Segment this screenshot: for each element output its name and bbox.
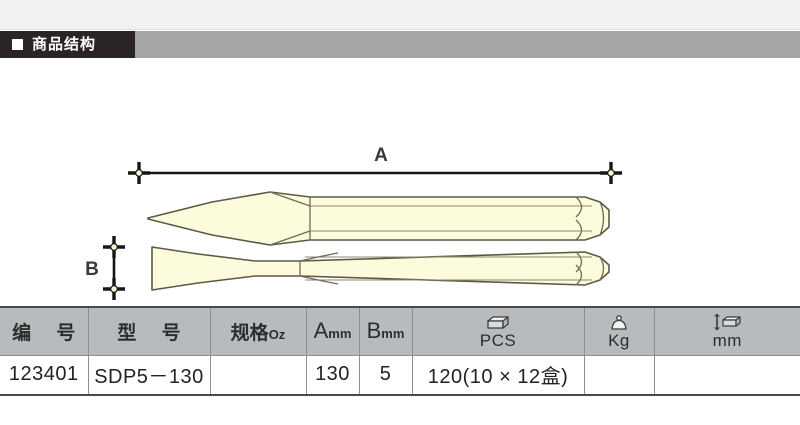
chisel-side-chamfer-lower [575,219,583,241]
chisel-top-view [151,246,610,291]
dimension-b-bottom-marker [101,276,127,302]
specification-table: 编 号 型 号 规格Oz Amm Bmm [0,306,800,396]
dimension-a-label: A [374,145,388,166]
carton-box-icon-svg [487,316,509,329]
column-header-spec-unit: Oz [268,326,286,342]
column-header-pcs: PCS [411,306,585,356]
chisel-side-bevel-upper [269,191,311,207]
chisel-side-end-curve [599,201,605,236]
weight-icon [607,313,631,331]
column-header-b-unit: mm [381,326,405,342]
cell-b: 5 [358,355,413,396]
cell-kg [583,355,655,396]
chisel-top-chamfer-lower [575,264,583,286]
chisel-top-end-curve [599,256,605,281]
section-title: 商品结构 [32,36,97,53]
table-header-row: 编 号 型 号 规格Oz Amm Bmm [0,306,800,356]
top-strip [0,0,800,30]
chisel-side-view [147,191,610,246]
section-header-tab: 商品结构 [0,31,135,58]
product-structure-drawing: A [0,58,800,306]
dimension-a-end-marker [598,160,624,186]
column-header-b: Bmm [358,306,413,356]
chisel-top-bevel-lower [299,275,339,285]
chisel-side-bevel-lower [269,230,311,246]
column-header-code-label: 编 号 [12,322,86,344]
height-measure-icon [710,313,744,331]
cell-code: 123401 [0,355,89,396]
dimension-b-top-marker [101,234,127,260]
column-header-spec-label: 规格 [230,322,269,344]
chisel-top-chamfer-upper [575,251,583,273]
chisel-side-outline [147,191,610,246]
column-header-pcs-label: PCS [479,331,517,351]
column-header-a: Amm [305,306,360,356]
chisel-top-bevel-upper [299,252,339,262]
section-header-bar [135,31,800,58]
column-header-model: 型 号 [87,306,211,356]
column-header-a-label: A [313,318,329,344]
cell-mm [653,355,800,396]
table-row: 123401 SDP5－130 130 5 120(10 × 12盒) [0,355,800,396]
chisel-side-chamfer-upper [575,196,583,218]
carton-box-icon [485,313,511,331]
square-bullet-icon [12,39,23,50]
section-header: 商品结构 [0,31,800,58]
dimension-b: B [85,234,127,302]
column-header-kg: Kg [583,306,655,356]
column-header-model-label: 型 号 [117,322,191,344]
dimension-a: A [126,145,624,186]
chisel-top-outline [151,246,610,291]
cell-spec [209,355,307,396]
column-header-code: 编 号 [0,306,89,356]
cell-pcs: 120(10 × 12盒) [411,355,585,396]
column-header-spec: 规格Oz [209,306,307,356]
cell-model: SDP5－130 [87,355,211,396]
height-measure-icon-svg [714,313,741,331]
column-header-a-unit: mm [328,326,352,342]
dimension-a-start-marker [126,160,152,186]
cell-a: 130 [305,355,360,396]
chisel-drawing-svg: A [85,145,624,302]
column-header-mm-label: mm [712,331,742,351]
column-header-b-label: B [366,318,382,344]
column-header-kg-label: Kg [608,331,630,351]
weight-icon-svg [611,315,627,330]
column-header-mm: mm [653,306,800,356]
dimension-b-label: B [85,259,99,280]
specification-table-wrap: 编 号 型 号 规格Oz Amm Bmm [0,306,800,396]
